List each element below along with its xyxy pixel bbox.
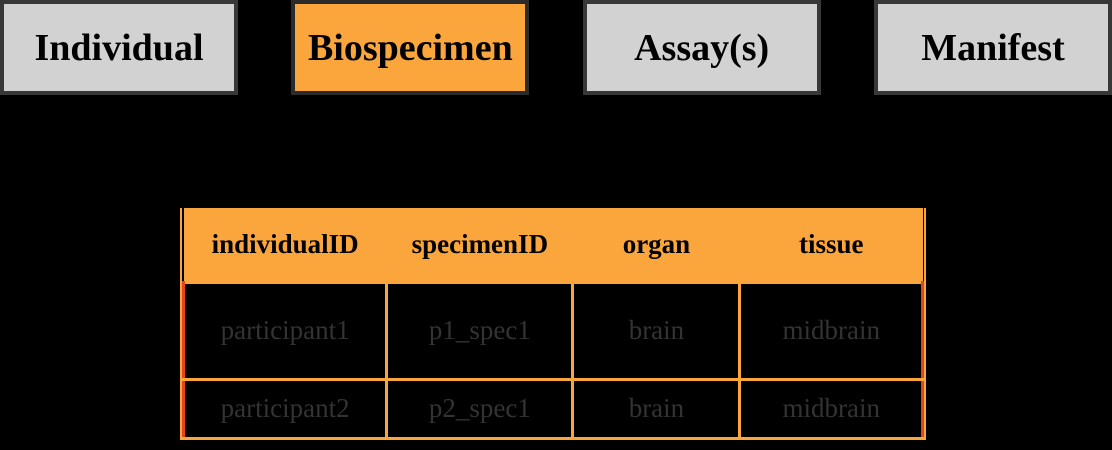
tab-manifest-label: Manifest	[921, 26, 1065, 69]
tab-manifest[interactable]: Manifest	[873, 0, 1112, 95]
cell-specimenid: p2_spec1	[385, 377, 575, 440]
column-header-individualid: individualID	[183, 208, 387, 282]
tab-bar: Individual Biospecimen Assay(s) Manifest	[0, 0, 1112, 95]
column-header-specimenid: specimenID	[386, 208, 573, 282]
cell-individualid: participant2	[181, 377, 389, 440]
tab-assays[interactable]: Assay(s)	[582, 0, 821, 95]
table-row: participant2 p2_spec1 brain midbrain	[181, 377, 924, 440]
cell-organ: brain	[571, 280, 742, 381]
tab-individual[interactable]: Individual	[0, 0, 238, 95]
cell-tissue: midbrain	[738, 280, 924, 381]
table-header-row: individualID specimenID organ tissue	[183, 208, 923, 282]
cell-individualid: participant1	[181, 280, 389, 381]
tab-assays-label: Assay(s)	[634, 26, 770, 69]
biospecimen-table: individualID specimenID organ tissue par…	[181, 208, 924, 440]
cell-tissue: midbrain	[738, 377, 924, 440]
tab-biospecimen[interactable]: Biospecimen	[291, 0, 530, 95]
cell-organ: brain	[571, 377, 742, 440]
cell-specimenid: p1_spec1	[385, 280, 575, 381]
column-header-tissue: tissue	[739, 208, 923, 282]
table-row: participant1 p1_spec1 brain midbrain	[181, 280, 924, 381]
column-header-organ: organ	[572, 208, 740, 282]
tab-biospecimen-label: Biospecimen	[307, 26, 513, 69]
biospecimen-table-wrap: individualID specimenID organ tissue par…	[180, 208, 926, 440]
tab-individual-label: Individual	[34, 26, 204, 69]
